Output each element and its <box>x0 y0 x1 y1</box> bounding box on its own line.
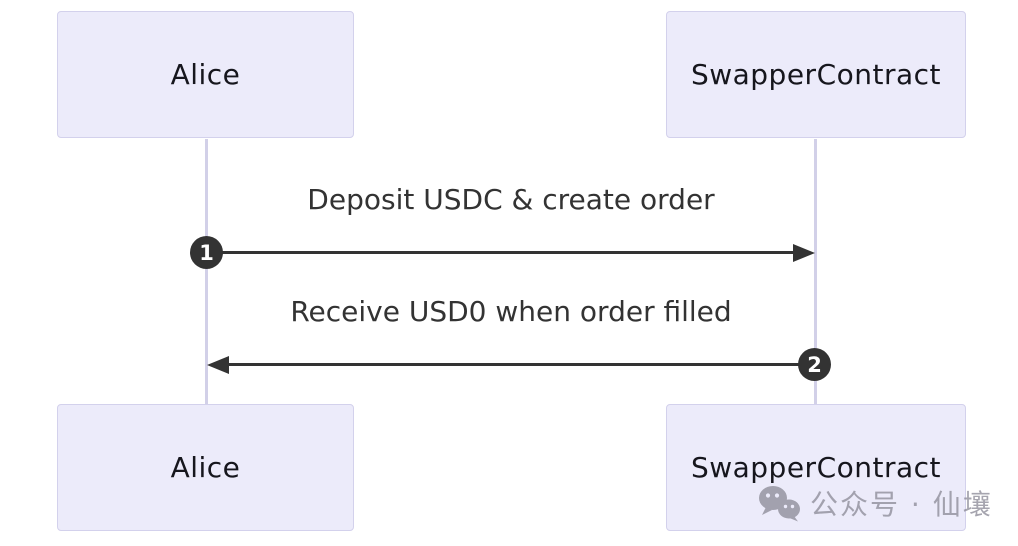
actor-label: Alice <box>170 58 241 91</box>
message-2-seq-badge: 2 <box>798 348 831 381</box>
watermark: 公众号 · 仙壤 <box>757 483 993 523</box>
message-1-label: Deposit USDC & create order <box>307 183 715 216</box>
actor-top-alice: Alice <box>57 11 354 138</box>
actor-bottom-swappercontract: SwapperContract <box>666 404 966 531</box>
lifeline-swappercontract <box>814 139 817 405</box>
message-1-arrowhead-right-icon <box>793 244 815 262</box>
actor-label: SwapperContract <box>690 58 942 91</box>
message-2-label: Receive USD0 when order filled <box>290 295 732 328</box>
wechat-icon <box>759 486 800 522</box>
watermark-text: 公众号 · 仙壤 <box>810 488 993 521</box>
actor-bottom-alice: Alice <box>57 404 354 531</box>
lifeline-alice <box>205 139 208 405</box>
actor-label: SwapperContract <box>690 451 942 484</box>
actor-label: Alice <box>170 451 241 484</box>
message-2-arrow-line <box>222 363 808 366</box>
message-1-seq-badge: 1 <box>190 236 223 269</box>
message-1-arrow-line <box>212 251 798 254</box>
actor-top-swappercontract: SwapperContract <box>666 11 966 138</box>
message-2-arrowhead-left-icon <box>207 356 229 374</box>
